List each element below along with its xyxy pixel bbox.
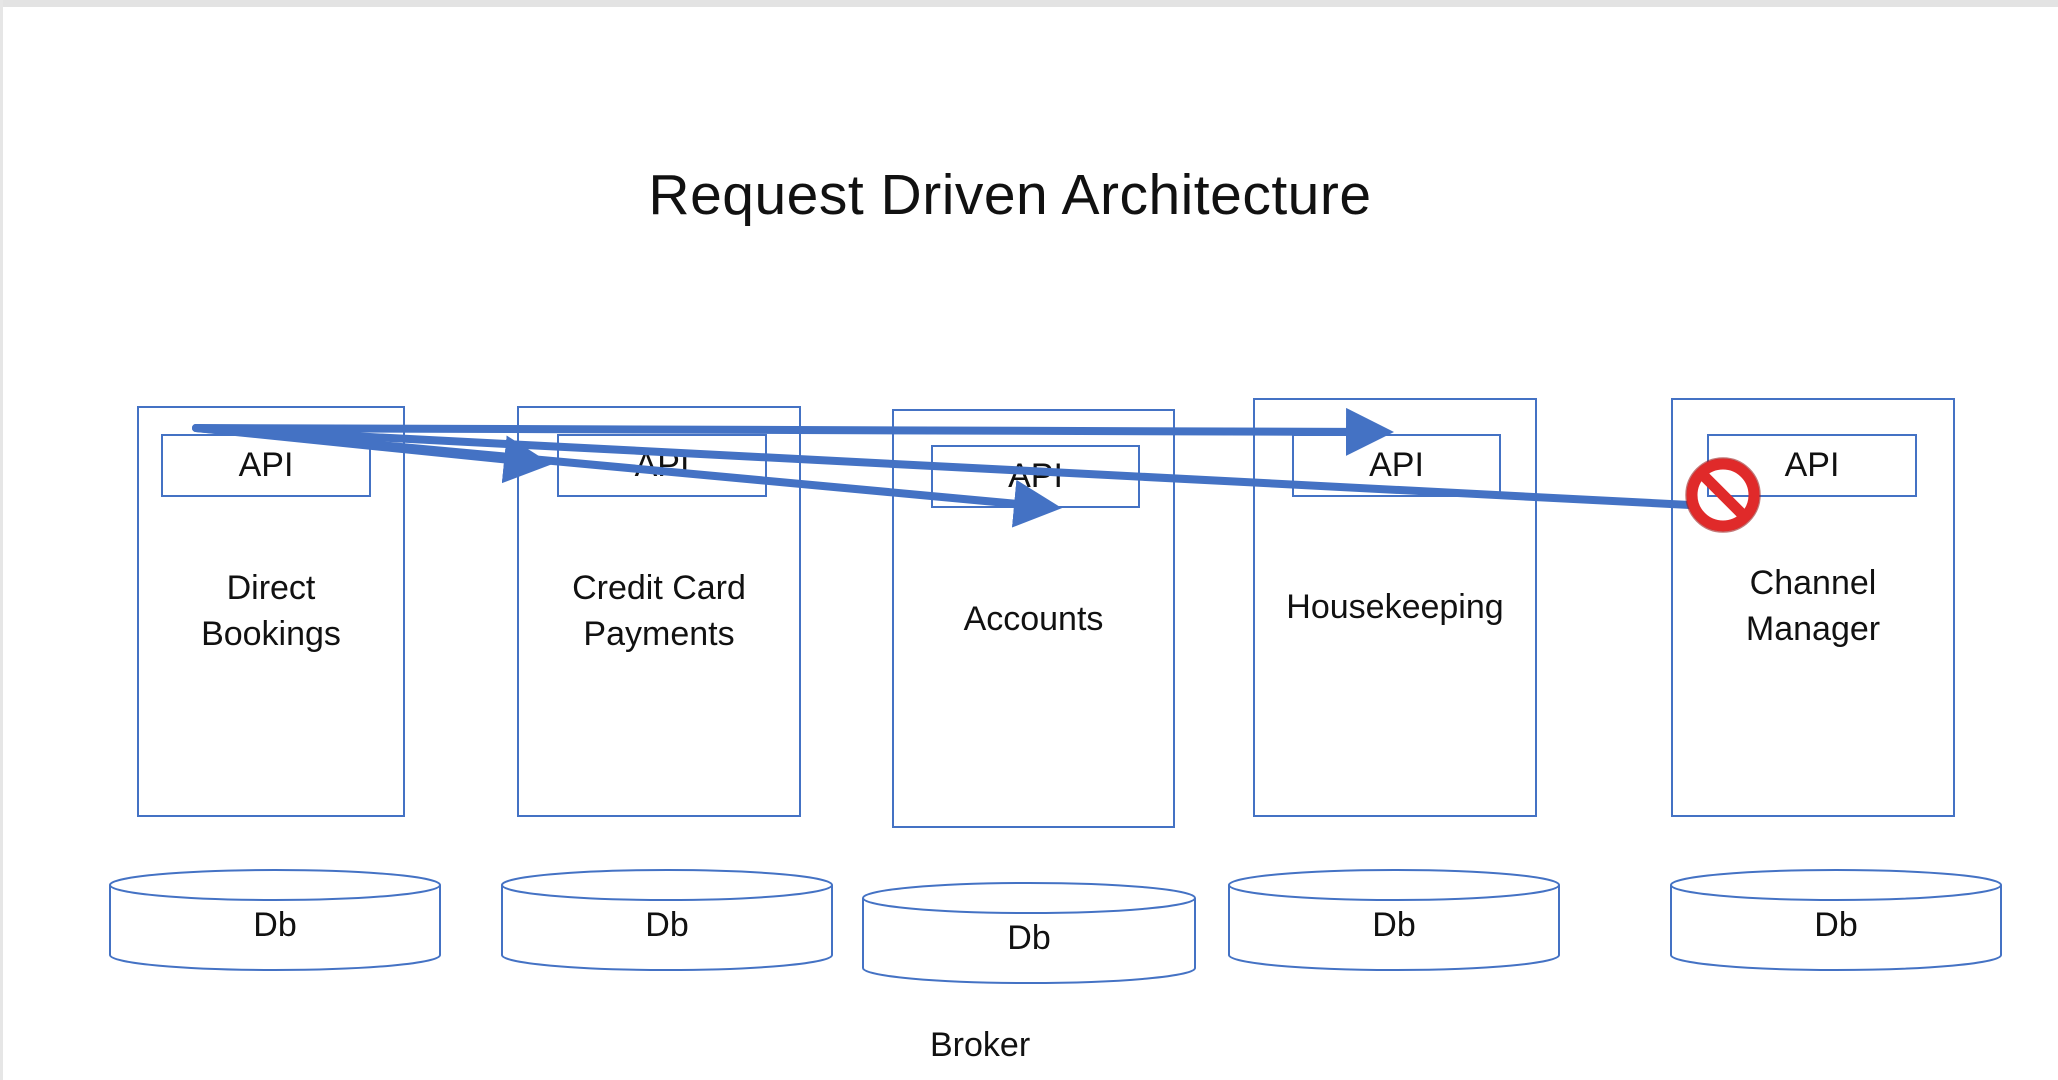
service-label-channel-manager: Channel Manager [1745, 564, 1881, 648]
service-label-direct-bookings: Direct Bookings [201, 569, 341, 653]
db-label-housekeeping: Db [1372, 906, 1416, 944]
diagram-title: Request Driven Architecture [648, 163, 1372, 227]
api-box-accounts: API [931, 445, 1140, 508]
api-box-channel-manager: API [1707, 434, 1917, 497]
service-label-housekeeping: Housekeeping [1286, 588, 1504, 626]
top-border [0, 0, 2058, 7]
service-label-accounts: Accounts [963, 600, 1104, 638]
db-label-direct-bookings: Db [253, 906, 297, 944]
db-label-accounts: Db [1007, 919, 1051, 957]
api-box-credit-card-payments: API [557, 434, 767, 497]
service-label-credit-card-payments: Credit Card Payments [572, 569, 746, 653]
api-box-housekeeping: API [1292, 434, 1501, 497]
db-label-channel-manager: Db [1814, 906, 1858, 944]
left-border [0, 0, 3, 1080]
db-label-credit-card-payments: Db [645, 906, 689, 944]
api-box-direct-bookings: API [161, 434, 371, 497]
broker-label: Broker [930, 1026, 1031, 1064]
